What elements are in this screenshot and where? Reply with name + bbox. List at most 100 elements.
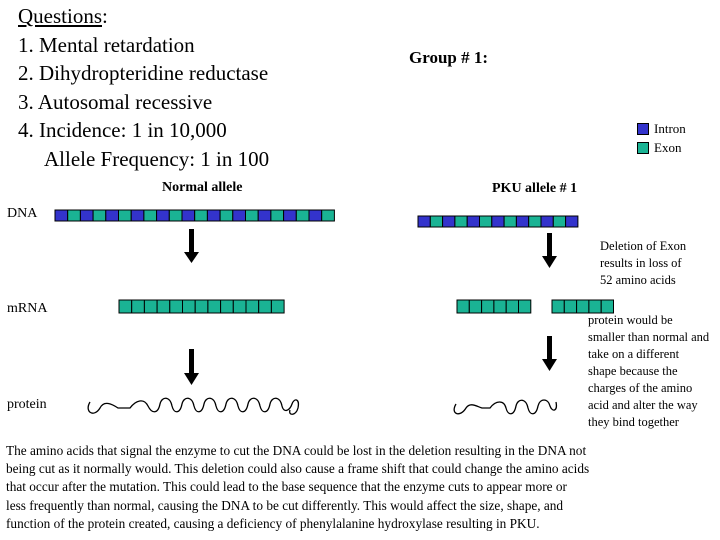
intron-segment (283, 209, 297, 222)
pku-dna-strand (417, 215, 579, 228)
mrna-label: mRNA (7, 301, 48, 316)
exon-segment (168, 209, 183, 222)
note-line: protein would be (588, 313, 673, 327)
note-line: 52 amino acids (600, 273, 676, 287)
exon-segment (131, 299, 145, 314)
intron-segment (206, 209, 221, 222)
note-line: shape because the (588, 364, 678, 378)
paragraph-line: The amino acids that signal the enzyme t… (6, 443, 587, 458)
note-line: they bind together (588, 415, 679, 429)
exon-segment (219, 209, 234, 222)
exon-segment (118, 209, 132, 222)
intron-segment (54, 209, 69, 222)
protein-note: protein would be smaller than normal and… (588, 312, 720, 431)
protein-label: protein (7, 397, 47, 412)
arrow-down-icon (542, 336, 557, 371)
deletion-note: Deletion of Exon results in loss of 52 a… (600, 238, 686, 289)
exon-segment (481, 299, 495, 314)
exon-segment (479, 215, 493, 228)
exon-segment (92, 209, 107, 222)
exon-segment (143, 209, 158, 222)
exon-segment (220, 299, 234, 314)
normal-dna-strand (54, 209, 335, 222)
normal-allele-label: Normal allele (162, 180, 243, 195)
exon-segment (321, 209, 335, 222)
exon-segment (493, 299, 507, 314)
exon-segment (505, 299, 520, 314)
intron-segment (79, 209, 94, 222)
exon-segment (118, 299, 133, 314)
intron-segment (417, 215, 431, 228)
exon-segment (454, 215, 468, 228)
exon-segment (600, 299, 615, 314)
pku-mrna-strand-left (456, 299, 532, 314)
intron-segment (491, 215, 505, 228)
exon-segment (528, 215, 542, 228)
exon-segment (518, 299, 532, 314)
exon-segment (245, 299, 260, 314)
pku-mrna-strand-right (551, 299, 615, 314)
note-line: results in loss of (600, 256, 682, 270)
question-item: 2. Dihydropteridine reductase (18, 61, 269, 86)
exon-segment (194, 299, 209, 314)
pku-protein-squiggle (453, 399, 558, 415)
intron-segment (540, 215, 554, 228)
question-item: Allele Frequency: 1 in 100 (44, 146, 270, 171)
intron-segment (257, 209, 272, 222)
arrow-down-icon (542, 233, 557, 268)
exon-segment (207, 299, 222, 314)
exon-segment (182, 299, 196, 314)
intron-segment (156, 209, 170, 222)
exon-segment (169, 299, 184, 314)
exon-segment (588, 299, 602, 314)
normal-mrna-strand (118, 299, 285, 314)
exon-swatch (637, 142, 649, 154)
explanation-paragraph: The amino acids that signal the enzyme t… (6, 442, 718, 533)
question-item: 4. Incidence: 1 in 10,000 (18, 118, 227, 143)
intron-segment (515, 215, 530, 228)
exon-segment (503, 215, 517, 228)
intron-swatch (637, 123, 649, 135)
legend-exon: Exon (637, 140, 681, 156)
pku-allele-label: PKU allele # 1 (492, 181, 578, 196)
note-line: acid and alter the way (588, 398, 698, 412)
exon-segment (576, 299, 590, 314)
paragraph-line: that occur after the mutation. This coul… (6, 479, 567, 495)
intron-segment (105, 209, 120, 222)
paragraph-line: less frequently than normal, causing the… (6, 497, 564, 513)
exon-segment (552, 215, 567, 228)
intron-segment (130, 209, 145, 222)
exon-segment (67, 209, 81, 222)
exon-segment (295, 209, 310, 222)
exon-segment (156, 299, 171, 314)
exon-segment (245, 209, 259, 222)
legend-exon-label: Exon (654, 140, 682, 155)
intron-segment (232, 209, 247, 222)
arrow-down-icon (184, 349, 199, 385)
intron-segment (181, 209, 196, 222)
exon-segment (194, 209, 208, 222)
intron-segment (565, 215, 579, 228)
intron-segment (308, 209, 323, 222)
normal-protein-squiggle (87, 397, 300, 415)
legend-intron: Intron (637, 121, 686, 137)
exon-segment (429, 215, 444, 228)
paragraph-line: being cut as it normally would. This del… (6, 461, 590, 477)
intron-segment (442, 215, 456, 228)
legend-intron-label: Intron (654, 121, 686, 136)
note-line: charges of the amino (588, 381, 693, 395)
exon-segment (456, 299, 470, 314)
note-line: take on a different (588, 347, 680, 361)
exon-segment (270, 299, 285, 314)
paragraph-line: function of the protein created, causing… (6, 515, 540, 531)
exon-segment (270, 209, 285, 222)
note-line: smaller than normal and (588, 330, 710, 344)
arrow-down-icon (184, 229, 199, 263)
exon-segment (468, 299, 483, 314)
note-line: Deletion of Exon (600, 239, 687, 253)
exon-segment (232, 299, 247, 314)
exon-segment (143, 299, 158, 314)
question-item: 3. Autosomal recessive (18, 89, 213, 114)
questions-block: Questions: 1. Mental retardation 2. Dihy… (18, 2, 269, 174)
